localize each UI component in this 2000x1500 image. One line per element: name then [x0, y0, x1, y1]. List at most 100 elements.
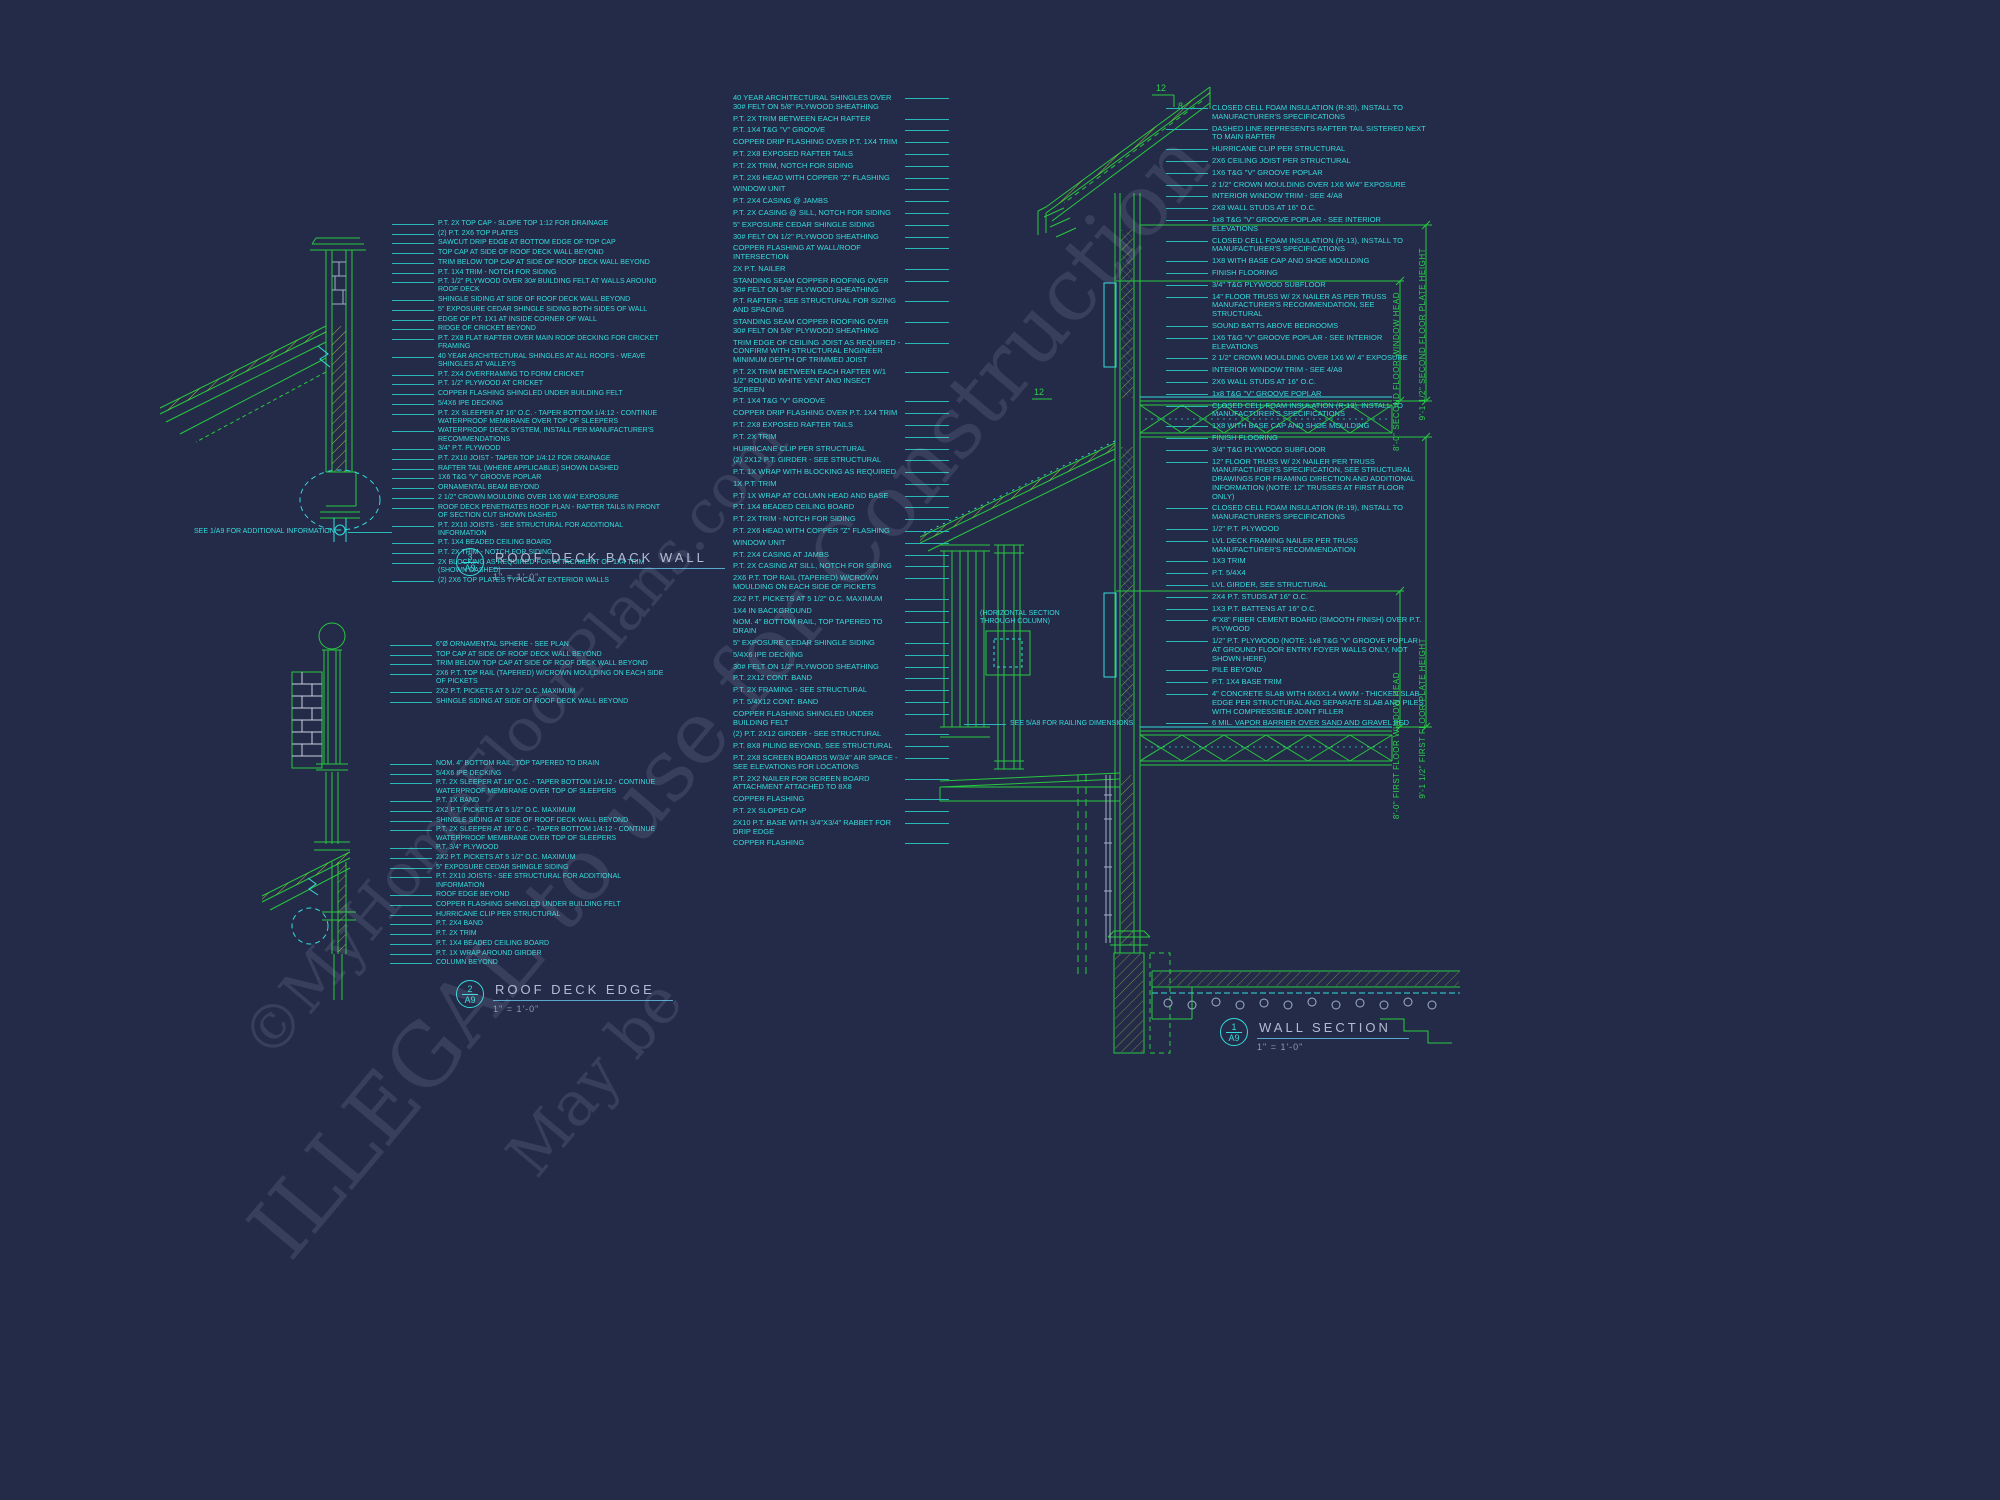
callout: P.T. 1X4 T&G "V" GROOVE — [733, 396, 951, 406]
railing-dimensions-note: SEE 5/A8 FOR RAILING DIMENSIONS — [962, 720, 1142, 728]
callout: 6 MIL. VAPOR BARRIER OVER SAND AND GRAVE… — [1164, 719, 1426, 728]
callout-text: ORNAMENTAL BEAM BEYOND — [438, 484, 540, 492]
detail-title-roof-deck-edge: 2 A9 ROOF DECK EDGE 1" = 1'-0" — [456, 980, 673, 1014]
callout-text: STANDING SEAM COPPER ROOFING OVER 30# FE… — [733, 316, 889, 335]
callout-text: P.T. 2X SLOPED CAP — [733, 806, 807, 815]
callout: RIDGE OF CRICKET BEYOND — [390, 325, 670, 333]
callout-text: TOP CAP AT SIDE OF ROOF DECK WALL BEYOND — [436, 650, 602, 658]
callout: P.T. 2X4 OVERFRAMING TO FORM CRICKET — [390, 371, 670, 379]
callout: 1X3 P.T. BATTENS AT 16" O.C. — [1164, 603, 1426, 614]
callout: COPPER FLASHING SHINGLED UNDER BUILDING … — [388, 901, 668, 909]
roof-deck-back-wall-drawing — [159, 237, 381, 542]
callout-text: P.T. 5/4X12 CONT. BAND — [733, 697, 819, 707]
callout: 1/2" P.T. PLYWOOD — [1164, 524, 1426, 534]
callout-text: P.T. 2X6 HEAD WITH COPPER "Z" FLASHING — [733, 526, 890, 536]
detail-number: 2 — [462, 984, 478, 995]
callout-text: TRIM BELOW TOP CAP AT SIDE OF ROOF DECK … — [438, 258, 650, 266]
callout-text: RAFTER TAIL (WHERE APPLICABLE) SHOWN DAS… — [438, 464, 619, 472]
callout: P.T. 1X4 T&G "V" GROOVE — [733, 125, 951, 135]
callout-text: P.T. 2X10 JOISTS - SEE STRUCTURAL FOR AD… — [436, 873, 621, 889]
callout: P.T. 2X8 FLAT RAFTER OVER MAIN ROOF DECK… — [390, 335, 670, 351]
roof-hatch — [1046, 87, 1210, 213]
callout-text: 30# FELT ON 1/2" PLYWOOD SHEATHING — [733, 231, 879, 241]
detail-bubble: 3 A9 — [456, 548, 484, 576]
callout-text: SHINGLE SIDING AT SIDE OF ROOF DECK WALL… — [436, 816, 629, 824]
callout: 40 YEAR ARCHITECTURAL SHINGLES OVER 30# … — [733, 93, 951, 112]
insulation-lower — [1122, 449, 1132, 721]
detail-sheet: A9 — [464, 994, 476, 1005]
callout: EDGE OF P.T. 1X1 AT INSIDE CORNER OF WAL… — [390, 316, 670, 324]
callout: 2X10 P.T. BASE WITH 3/4"X3/4" RABBET FOR… — [733, 817, 951, 837]
detail-number: 3 — [462, 552, 478, 563]
callout: WINDOW UNIT — [733, 184, 951, 194]
callout: RAFTER TAIL (WHERE APPLICABLE) SHOWN DAS… — [390, 465, 670, 473]
callout: 2 1/2" CROWN MOULDING OVER 1X6 W/ 4" EXP… — [1164, 353, 1426, 363]
callout: ROOF DECK PENETRATES ROOF PLAN - RAFTER … — [390, 504, 670, 520]
callout: LVL DECK FRAMING NAILER PER TRUSS MANUFA… — [1164, 535, 1426, 555]
callout: 6"Ø ORNAMENTAL SPHERE - SEE PLAN — [388, 641, 668, 649]
callout: COPPER FLASHING SHINGLED UNDER BUILDING … — [390, 390, 670, 398]
callout: 1/2" P.T. PLYWOOD (NOTE: 1x8 T&G "V" GRO… — [1164, 636, 1426, 663]
callout-text: 1X P.T. TRIM — [733, 478, 777, 488]
callout: P.T. 2X SLOPED CAP — [733, 806, 951, 816]
callout-text: 2X8 WALL STUDS AT 16" O.C. — [1212, 203, 1316, 213]
callout-text: 2X4 P.T. STUDS AT 16" O.C. — [1212, 591, 1309, 601]
detail-bubble: 1 A9 — [1220, 1018, 1248, 1046]
callout-text: P.T. 1X BAND — [436, 797, 480, 805]
callout-text: 2X10 P.T. BASE WITH 3/4"X3/4" RABBET FOR… — [733, 817, 892, 836]
callout-text: LVL DECK FRAMING NAILER PER TRUSS MANUFA… — [1212, 535, 1359, 554]
callout-text: TRIM BELOW TOP CAP AT SIDE OF ROOF DECK … — [436, 660, 648, 668]
callout-text: 2X6 P.T. TOP RAIL (TAPERED) W/CROWN MOUL… — [436, 670, 664, 686]
callout: P.T. 1X4 BEADED CEILING BOARD — [390, 539, 670, 547]
callout-text: SOUND BATTS ABOVE BEDROOMS — [1212, 320, 1339, 330]
callout-text: P.T. 1X4 T&G "V" GROOVE — [733, 125, 826, 135]
callout-text: 2X6 CEILING JOIST PER STRUCTURAL — [1212, 155, 1351, 165]
callout-text: P.T. 2X SLEEPER AT 16" O.C. - TAPER BOTT… — [436, 779, 656, 795]
callout: COLUMN BEYOND — [388, 959, 668, 967]
callout: COPPER FLASHING SHINGLED UNDER BUILDING … — [733, 709, 951, 728]
callout: SHINGLE SIDING AT SIDE OF ROOF DECK WALL… — [388, 817, 668, 825]
callout: 1X4 IN BACKGROUND — [733, 606, 951, 616]
callout-text: 40 YEAR ARCHITECTURAL SHINGLES OVER 30# … — [733, 93, 892, 111]
callout: 5" EXPOSURE CEDAR SHINGLE SIDING — [388, 864, 668, 872]
detail-title-text: WALL SECTION — [1257, 1018, 1409, 1039]
callout: 1X6 T&G "V" GROOVE POPLAR - SEE INTERIOR… — [1164, 333, 1426, 352]
callout: 1X8 WITH BASE CAP AND SHOE MOULDING — [1164, 256, 1426, 266]
callout-text: P.T. 2X CASING @ SILL, NOTCH FOR SIDING — [733, 207, 891, 217]
callout-text: 1X3 P.T. BATTENS AT 16" O.C. — [1212, 603, 1317, 613]
callout: CLOSED CELL FOAM INSULATION (R-13), INST… — [1164, 401, 1426, 420]
callout: COPPER FLASHING — [733, 794, 951, 804]
callout-column-roof-deck-edge-top: 6"Ø ORNAMENTAL SPHERE - SEE PLAN TOP CAP… — [388, 641, 668, 706]
callout-text: INTERIOR WINDOW TRIM - SEE 4/A8 — [1212, 365, 1343, 375]
callout-text: 1X3 TRIM — [1212, 556, 1246, 566]
callout-text: WINDOW UNIT — [733, 184, 786, 194]
callout: TOP CAP AT SIDE OF ROOF DECK WALL BEYOND — [388, 651, 668, 659]
second-floor-plate-height-dimension: 9'-1 1/2" SECOND FLOOR PLATE HEIGHT — [1418, 248, 1427, 421]
wall-section-drawing: 12 8 12 — [920, 83, 1460, 1054]
callout-text: P.T. 2X TRIM BETWEEN EACH RAFTER — [733, 113, 871, 123]
detail-title-text: ROOF DECK BACK WALL — [493, 548, 725, 569]
callout-text: P.T. 1X WRAP AT COLUMN HEAD AND BASE — [733, 490, 889, 500]
callout-text: 6 MIL. VAPOR BARRIER OVER SAND AND GRAVE… — [1212, 718, 1409, 728]
callout-text: NOM. 4" BOTTOM RAIL, TOP TAPERED TO DRAI… — [733, 617, 883, 636]
callout: CLOSED CELL FOAM INSULATION (R-30), INST… — [1164, 103, 1426, 122]
callout-text: COPPER FLASHING — [733, 794, 805, 804]
callout: P.T. 8X8 PILING BEYOND, SEE STRUCTURAL — [733, 741, 951, 751]
detail-scale: 1" = 1'-0" — [493, 1004, 540, 1014]
callout: 3/4" P.T. PLYWOOD — [390, 445, 670, 453]
hidden-lines — [1063, 100, 1203, 1054]
deck-hatch — [262, 852, 350, 902]
callout: (2) P.T. 2X6 TOP PLATES — [390, 230, 670, 238]
callout: P.T. 5/4X4 — [1164, 568, 1426, 578]
callout: 1X P.T. TRIM — [733, 478, 951, 489]
callout-text: 1X6 T&G "V" GROOVE POPLAR — [438, 474, 542, 482]
callout-text: P.T. 2X8 EXPOSED RAFTER TAILS — [733, 419, 854, 429]
callout-text: P.T. 1X4 BEADED CEILING BOARD — [436, 939, 550, 947]
callout: LVL GIRDER, SEE STRUCTURAL — [1164, 580, 1426, 590]
callout-text: 2X6 WALL STUDS AT 16" O.C. — [1212, 376, 1316, 386]
callout: INTERIOR WINDOW TRIM - SEE 4/A8 — [1164, 365, 1426, 375]
gravel-bed — [1104, 775, 1437, 1010]
callout-column-wall-section-right: CLOSED CELL FOAM INSULATION (R-30), INST… — [1164, 103, 1426, 728]
callout-text: 2 1/2" CROWN MOULDING OVER 1X6 W/ 4" EXP… — [1212, 353, 1408, 363]
callout: 1X8 WITH BASE CAP AND SHOE MOULDING — [1164, 421, 1426, 431]
